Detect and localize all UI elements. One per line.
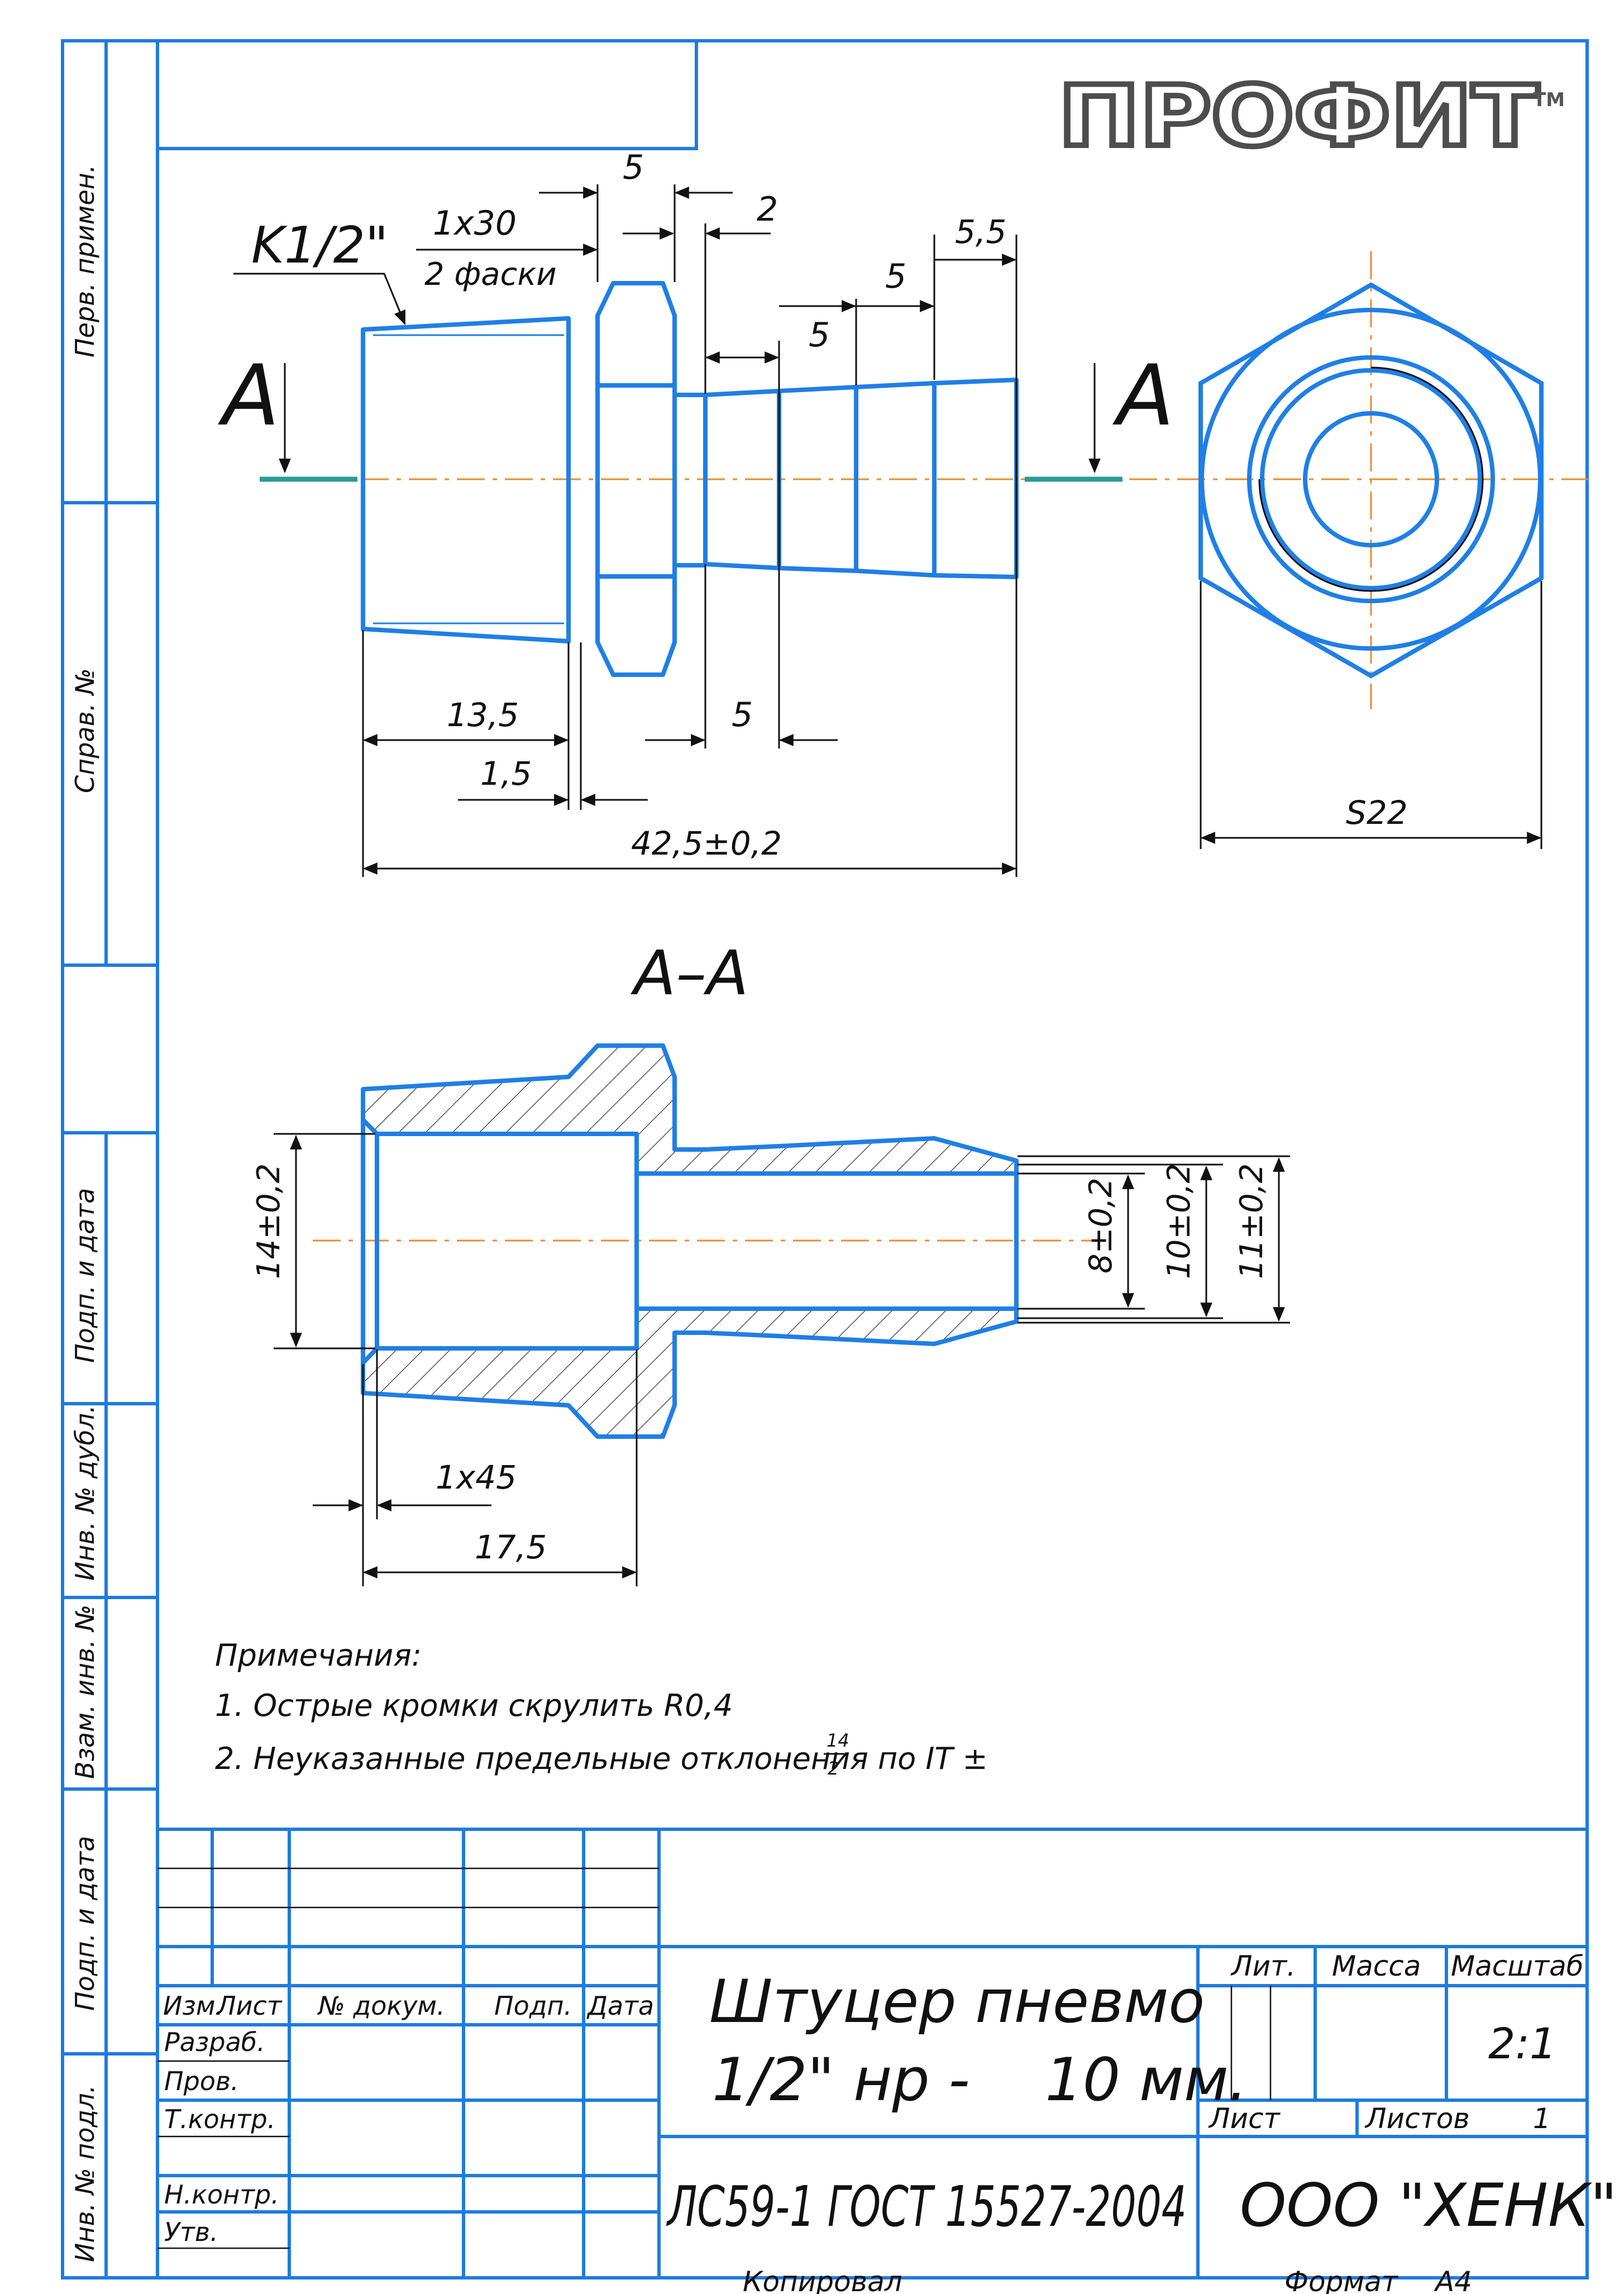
- dim-5-low: 5: [809, 316, 830, 355]
- dim-5-5: 5,5: [955, 213, 1006, 251]
- scale-value: 2:1: [1488, 2019, 1556, 2068]
- dim-8: 8±0,2: [1083, 1177, 1119, 1274]
- note-2-frac-bottom: 2: [828, 1758, 839, 1779]
- list-label: Лист: [1208, 2102, 1281, 2135]
- format-value: A4: [1434, 2266, 1472, 2294]
- kopiroval-label: Копировал: [743, 2266, 902, 2294]
- listov-label: Листов: [1364, 2102, 1470, 2135]
- side-stamps: Перв. примен. Справ. № Подп. и дата Инв.…: [70, 165, 100, 2262]
- section-upper-wall: [361, 1043, 1019, 1176]
- dim-2: 2: [757, 190, 778, 229]
- dim-10: 10±0,2: [1161, 1163, 1197, 1279]
- section-lower-wall: [361, 1306, 1019, 1439]
- section-mark-right: A: [1112, 347, 1174, 445]
- dim-5-bottom: 5: [732, 695, 753, 735]
- dim-11: 11±0,2: [1234, 1163, 1270, 1279]
- dim-1-5: 1,5: [480, 755, 532, 793]
- dim-5-top: 5: [623, 148, 644, 187]
- notes-title: Примечания:: [215, 1638, 422, 1673]
- notes: Примечания: 1. Острые кромки скрулить R0…: [215, 1638, 988, 1779]
- col-izm: Изм.: [163, 1991, 223, 2021]
- lit-label: Лит.: [1230, 1950, 1296, 1982]
- col-ndokum: № докум.: [317, 1991, 445, 2021]
- dim-s22: S22: [1346, 794, 1408, 832]
- col-podp: Подп.: [494, 1991, 572, 2021]
- dim-13-5: 13,5: [447, 696, 519, 734]
- chamfer-note: 2 фаски: [424, 256, 557, 293]
- stamp-perv-primen: Перв. примен.: [70, 165, 100, 357]
- chamfer-label: 1х30: [433, 204, 517, 243]
- stamp-podp-data-2: Подп. и дата: [70, 1836, 100, 2011]
- stamp-vzam-inv: Взам. инв. №: [70, 1605, 100, 1779]
- stamp-inv-dubl: Инв. № дубл.: [70, 1405, 100, 1581]
- logo-tm: TM: [1533, 89, 1565, 111]
- row-tkontr: Т.контр.: [164, 2104, 275, 2134]
- stamp-inv-podl: Инв. № подл.: [70, 2085, 100, 2262]
- stamp-sprav: Справ. №: [70, 668, 100, 793]
- dim-total-length: 42,5±0,2: [631, 824, 782, 862]
- footer: Копировал Формат A4: [743, 2266, 1472, 2294]
- company-name: ООО "ХЕНК": [1240, 2171, 1617, 2240]
- note-2: 2. Неуказанные предельные отклонения по …: [215, 1741, 988, 1776]
- row-prov: Пров.: [164, 2066, 239, 2096]
- row-nkontr: Н.контр.: [164, 2179, 279, 2210]
- section-view: A–A: [251, 937, 1290, 1586]
- row-razrab: Разраб.: [164, 2027, 265, 2057]
- main-view: A A K1/2" 1х30 2 фаски: [218, 148, 1597, 877]
- note-2-frac-top: 14: [827, 1730, 849, 1751]
- col-data: Дата: [586, 1991, 654, 2021]
- note-1: 1. Острые кромки скрулить R0,4: [215, 1688, 733, 1723]
- end-view: S22: [1198, 251, 1544, 849]
- format-label: Формат: [1284, 2266, 1399, 2294]
- thread-label: K1/2": [251, 216, 388, 275]
- section-title: A–A: [631, 937, 749, 1009]
- fitting-outline: [361, 281, 1019, 677]
- dim-5-mid: 5: [885, 257, 906, 296]
- dim-chamfer-45: 1х45: [436, 1458, 517, 1496]
- col-list: Лист: [216, 1991, 283, 2021]
- part-name-line2: 1/2" нр - 10 мм.: [712, 2045, 1248, 2114]
- massa-label: Масса: [1332, 1950, 1421, 1982]
- sheet-frame: [61, 39, 1589, 2279]
- company-logo: ПРОФИТ TM: [1055, 65, 1565, 168]
- part-name-line1: Штуцер пневмо: [709, 1967, 1205, 2036]
- listov-value: 1: [1533, 2102, 1551, 2135]
- masshtab-label: Масштаб: [1451, 1950, 1584, 1982]
- material-designation: ЛС59-1 ГОСТ 15527-2004: [666, 2174, 1187, 2239]
- logo-text: ПРОФИТ: [1058, 68, 1539, 165]
- dim-14: 14±0,2: [251, 1163, 287, 1279]
- title-block: Изм. Лист № докум. Подп. Дата Разраб. Пр…: [157, 1828, 1617, 2278]
- section-mark-left: A: [218, 347, 280, 445]
- row-utv: Утв.: [164, 2217, 218, 2247]
- dim-17-5: 17,5: [475, 1528, 547, 1566]
- stamp-podp-data-1: Подп. и дата: [70, 1188, 100, 1363]
